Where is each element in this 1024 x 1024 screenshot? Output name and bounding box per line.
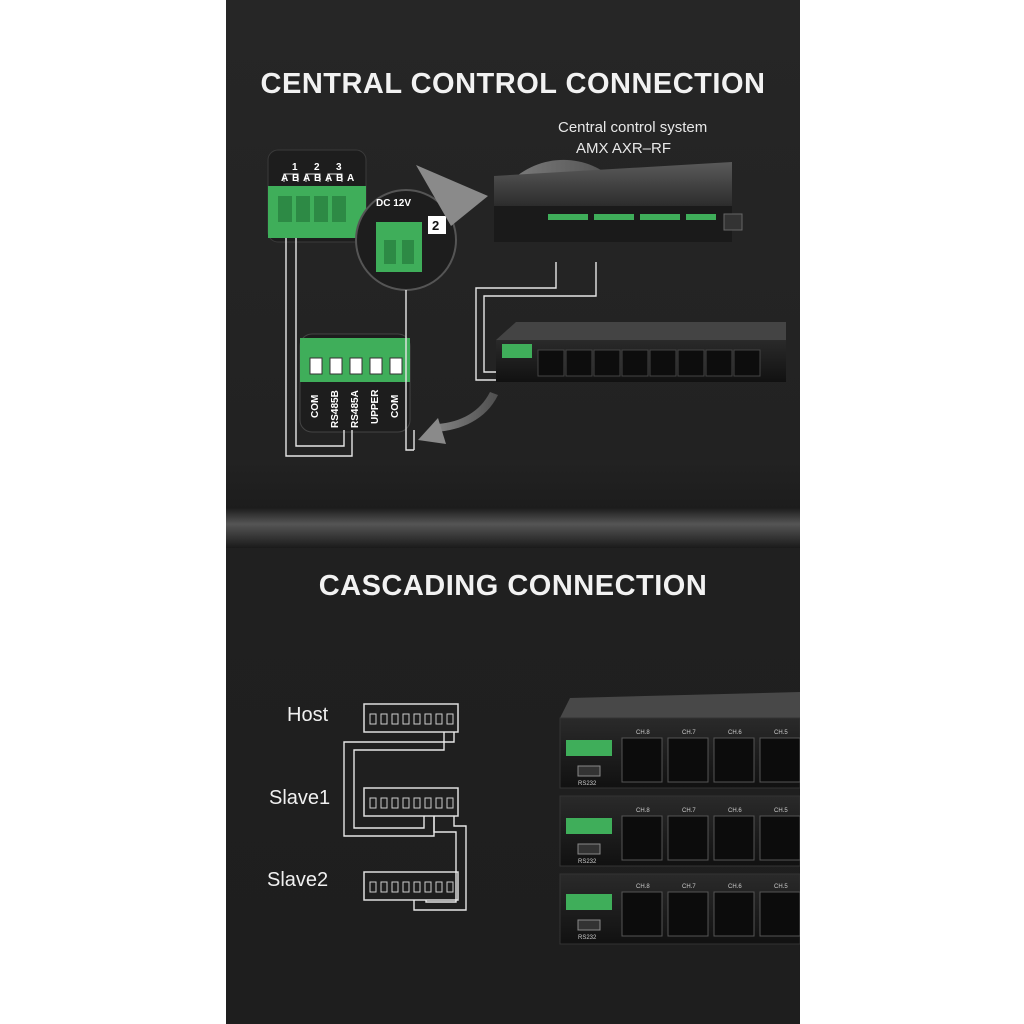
ch-label-r3-4: CH.5 — [774, 884, 788, 890]
pin-rs485a: RS485A — [350, 390, 361, 428]
pin-terminal: COM RS485B RS485A UPPER COM — [299, 333, 411, 433]
ch-label-r1-1: CH.8 — [636, 730, 650, 736]
central-system-line1: Central control system — [558, 119, 708, 136]
terminal-block-main: 1 2 3 A B A B A B A — [267, 149, 367, 243]
ch-label-r2-1: CH.8 — [636, 808, 650, 814]
ch-label-r1-2: CH.7 — [682, 730, 696, 736]
terminal-letter-7: A — [347, 173, 354, 184]
rs232-label-2: RS232 — [578, 859, 597, 865]
cascade-terminals — [363, 703, 459, 901]
diagram-panel: CENTRAL CONTROL CONNECTION Central contr… — [226, 0, 800, 1024]
ch-label-r1-3: CH.6 — [728, 730, 742, 736]
terminal-letter-5: A — [325, 173, 332, 184]
stacked-sequencers: CH.8 CH.7 CH.6 CH.5 CH.8 CH.7 CH.6 CH.5 … — [559, 692, 800, 945]
cascade-wiring — [343, 732, 467, 911]
section-separator — [226, 508, 800, 548]
pin-rs485b: RS485B — [330, 390, 341, 428]
arrow-lower-icon — [436, 392, 498, 432]
pin-com-2: COM — [390, 395, 401, 418]
cascade-label-host: Host — [287, 704, 329, 726]
port-number: 2 — [432, 218, 439, 233]
terminal-number-3: 3 — [336, 162, 342, 173]
central-control-unit — [494, 162, 743, 242]
cascading-title: CASCADING CONNECTION — [318, 570, 708, 602]
sequencer-unit-center — [496, 322, 786, 382]
cascade-label-slave1: Slave1 — [269, 787, 331, 809]
arrow-head-left-icon — [416, 165, 488, 226]
terminal-letter-2: B — [292, 173, 299, 184]
pin-upper: UPPER — [370, 389, 381, 424]
central-system-line2: AMX AXR–RF — [576, 140, 672, 157]
rs232-label-1: RS232 — [578, 781, 597, 787]
terminal-letter-6: B — [336, 173, 343, 184]
connection-diagram: 1 2 3 A B A B A B A 2 DC 12V — [267, 149, 800, 945]
ch-label-r3-3: CH.6 — [728, 884, 742, 890]
terminal-number-1: 1 — [292, 162, 298, 173]
dc-12v-connector: 2 DC 12V — [355, 189, 457, 291]
terminal-letter-1: A — [281, 173, 288, 184]
dc-label: DC 12V — [376, 198, 411, 209]
ch-label-r2-4: CH.5 — [774, 808, 788, 814]
cascade-label-slave2: Slave2 — [267, 869, 329, 891]
ch-label-r2-2: CH.7 — [682, 808, 696, 814]
ch-label-r3-1: CH.8 — [636, 884, 650, 890]
terminal-number-2: 2 — [314, 162, 320, 173]
terminal-letter-3: A — [303, 173, 310, 184]
arrow-head-lower-icon — [418, 418, 446, 444]
ch-label-r2-3: CH.6 — [728, 808, 742, 814]
ch-label-r3-2: CH.7 — [682, 884, 696, 890]
pin-com-1: COM — [310, 395, 321, 418]
central-title: CENTRAL CONTROL CONNECTION — [260, 68, 766, 100]
wiring-top — [285, 238, 597, 457]
ch-label-r1-4: CH.5 — [774, 730, 788, 736]
rs232-label-3: RS232 — [578, 935, 597, 941]
terminal-letter-4: B — [314, 173, 321, 184]
